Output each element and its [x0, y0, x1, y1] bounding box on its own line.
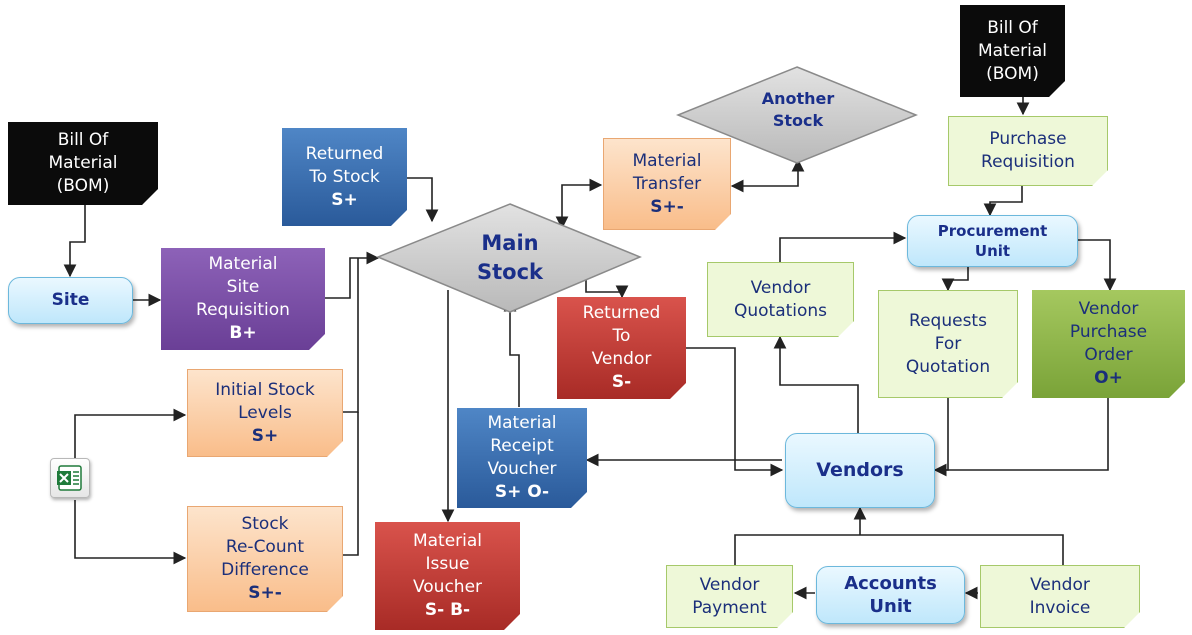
miv-line-3: Voucher [412, 577, 483, 597]
bom-right-line-3: (BOM) [986, 63, 1039, 84]
recount-code: S+- [248, 583, 282, 603]
returned-to-stock-code: S+ [331, 189, 358, 210]
rtv-line-1: Returned [582, 303, 661, 323]
vendors-label: Vendors [816, 459, 904, 481]
msr-line-2: Site [226, 277, 260, 297]
requests-for-quotation-box: Requests For Quotation [878, 290, 1018, 398]
excel-icon-graphic [57, 465, 82, 491]
main-stock-line-2: Stock [476, 260, 543, 284]
bom-left-line-2: Material [48, 153, 118, 173]
vendor-invoice-box: Vendor Invoice [980, 565, 1140, 628]
msr-code: B+ [229, 323, 257, 343]
vendor-invoice-line-1: Vendor [1030, 574, 1090, 595]
material-receipt-voucher-box: Material Receipt Voucher S+ O- [457, 408, 587, 508]
bom-left-line-3: (BOM) [56, 176, 110, 196]
material-transfer-line-2: Transfer [632, 173, 702, 194]
stock-recount-difference-box: Stock Re-Count Difference S+- [187, 506, 343, 612]
rtv-code: S- [611, 372, 632, 392]
mrv-line-3: Voucher [487, 459, 557, 479]
another-stock-line-1: Another [761, 89, 835, 108]
material-transfer-code: S+- [650, 196, 684, 217]
vendor-payment-line-1: Vendor [699, 574, 760, 595]
procurement-unit-line-2: Unit [974, 242, 1011, 260]
procurement-unit-box: Procurement Unit [907, 215, 1078, 267]
vendors-box: Vendors [785, 433, 935, 508]
material-site-requisition-box: Material Site Requisition B+ [161, 248, 325, 350]
vpo-code: O+ [1094, 368, 1123, 388]
miv-line-2: Issue [425, 554, 470, 574]
vendor-invoice-line-2: Invoice [1029, 597, 1091, 618]
material-issue-voucher-box: Material Issue Voucher S- B- [375, 522, 520, 630]
recount-line-1: Stock [241, 514, 289, 534]
vendor-quotations-line-1: Vendor [750, 277, 811, 298]
rtv-line-3: Vendor [591, 349, 652, 369]
procurement-unit-line-1: Procurement [937, 222, 1048, 240]
another-stock-line-2: Stock [772, 111, 824, 130]
main-stock-line-1: Main [481, 231, 539, 255]
msr-line-1: Material [208, 254, 278, 274]
isl-code: S+ [251, 425, 279, 446]
excel-icon [50, 458, 90, 498]
vpo-line-2: Purchase [1069, 322, 1148, 342]
vendor-payment-box: Vendor Payment [666, 565, 793, 628]
bom-right-line-1: Bill Of [987, 17, 1038, 38]
vpo-line-1: Vendor [1078, 299, 1139, 319]
returned-to-vendor-box: Returned To Vendor S- [557, 297, 686, 399]
msr-line-3: Requisition [196, 300, 290, 320]
accounts-unit-line-1: Accounts [844, 573, 937, 594]
bom-left-box: Bill Of Material (BOM) [8, 122, 158, 205]
accounts-unit-box: Accounts Unit [816, 566, 965, 624]
purchase-requisition-box: Purchase Requisition [948, 116, 1108, 186]
returned-to-stock-line-2: To Stock [309, 166, 380, 187]
initial-stock-levels-box: Initial Stock Levels S+ [187, 369, 343, 457]
returned-to-stock-line-1: Returned [305, 143, 384, 164]
purchase-requisition-line-1: Purchase [989, 129, 1067, 149]
site-box: Site [8, 277, 133, 324]
site-label: Site [51, 290, 90, 310]
rfq-line-3: Quotation [905, 356, 991, 377]
vendor-purchase-order-box: Vendor Purchase Order O+ [1032, 290, 1185, 398]
bom-right-box: Bill Of Material (BOM) [960, 5, 1065, 97]
bom-left-line-1: Bill Of [57, 130, 109, 150]
bom-right-line-2: Material [977, 40, 1048, 61]
mrv-code: S+ O- [494, 482, 550, 502]
another-stock-diamond [675, 66, 919, 164]
vpo-line-3: Order [1084, 345, 1133, 365]
recount-line-3: Difference [221, 560, 309, 580]
mrv-line-1: Material [487, 413, 557, 433]
miv-code: S- B- [424, 600, 471, 620]
material-transfer-box: Material Transfer S+- [603, 138, 731, 230]
miv-line-1: Material [412, 531, 483, 551]
recount-line-2: Re-Count [225, 537, 305, 557]
main-stock-diamond [376, 203, 642, 313]
accounts-unit-line-2: Unit [869, 596, 912, 617]
vendor-payment-line-2: Payment [692, 597, 767, 618]
another-stock-label: Another Stock [728, 88, 868, 132]
main-stock-label: Main Stock [440, 229, 580, 287]
purchase-requisition-line-2: Requisition [981, 152, 1075, 172]
vendor-quotations-box: Vendor Quotations [707, 262, 854, 337]
mrv-line-2: Receipt [490, 436, 554, 456]
isl-line-1: Initial Stock [215, 379, 315, 400]
rfq-line-2: For [934, 333, 962, 354]
rtv-line-2: To [612, 326, 631, 346]
rfq-line-1: Requests [909, 310, 987, 331]
material-transfer-line-1: Material [632, 150, 702, 171]
vendor-quotations-line-2: Quotations [733, 300, 828, 321]
returned-to-stock-box: Returned To Stock S+ [282, 128, 407, 226]
isl-line-2: Levels [238, 402, 292, 423]
